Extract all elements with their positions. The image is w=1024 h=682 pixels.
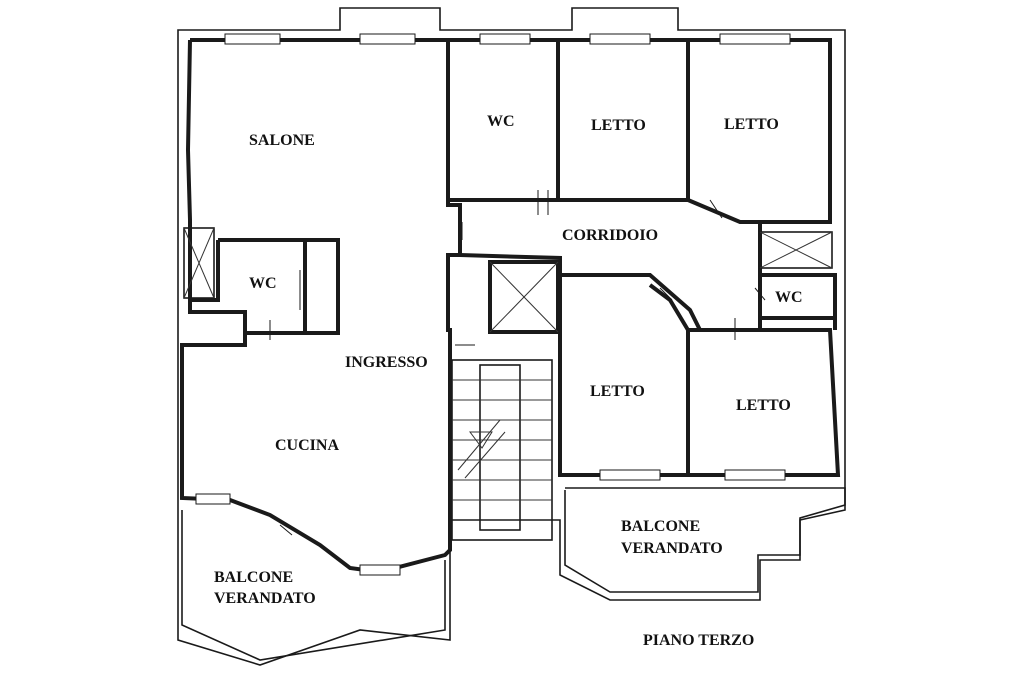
door-marks — [269, 190, 766, 536]
room-label-ingresso: INGRESSO — [345, 354, 428, 371]
windows — [195, 33, 791, 576]
balcony-right-label-line2: VERANDATO — [621, 540, 723, 557]
balconies — [181, 487, 846, 661]
room-label-wc-top: WC — [487, 113, 515, 130]
balcony-left-label-line2: VERANDATO — [214, 590, 316, 607]
balcony-right-label-line1: BALCONE — [621, 518, 700, 535]
room-label-corridoio: CORRIDOIO — [562, 227, 658, 244]
staircase — [451, 359, 553, 541]
room-label-cucina: CUCINA — [275, 437, 339, 454]
room-label-letto-3: LETTO — [590, 383, 645, 400]
room-label-letto-1: LETTO — [591, 117, 646, 134]
room-label-salone: SALONE — [249, 132, 315, 149]
room-label-wc-left: WC — [249, 275, 277, 292]
room-label-letto-4: LETTO — [736, 397, 791, 414]
floor-label: PIANO TERZO — [643, 632, 754, 649]
room-label-wc-right: WC — [775, 289, 803, 306]
outer-outline — [177, 7, 846, 666]
room-label-letto-2: LETTO — [724, 116, 779, 133]
balcony-left-label-line1: BALCONE — [214, 569, 293, 586]
